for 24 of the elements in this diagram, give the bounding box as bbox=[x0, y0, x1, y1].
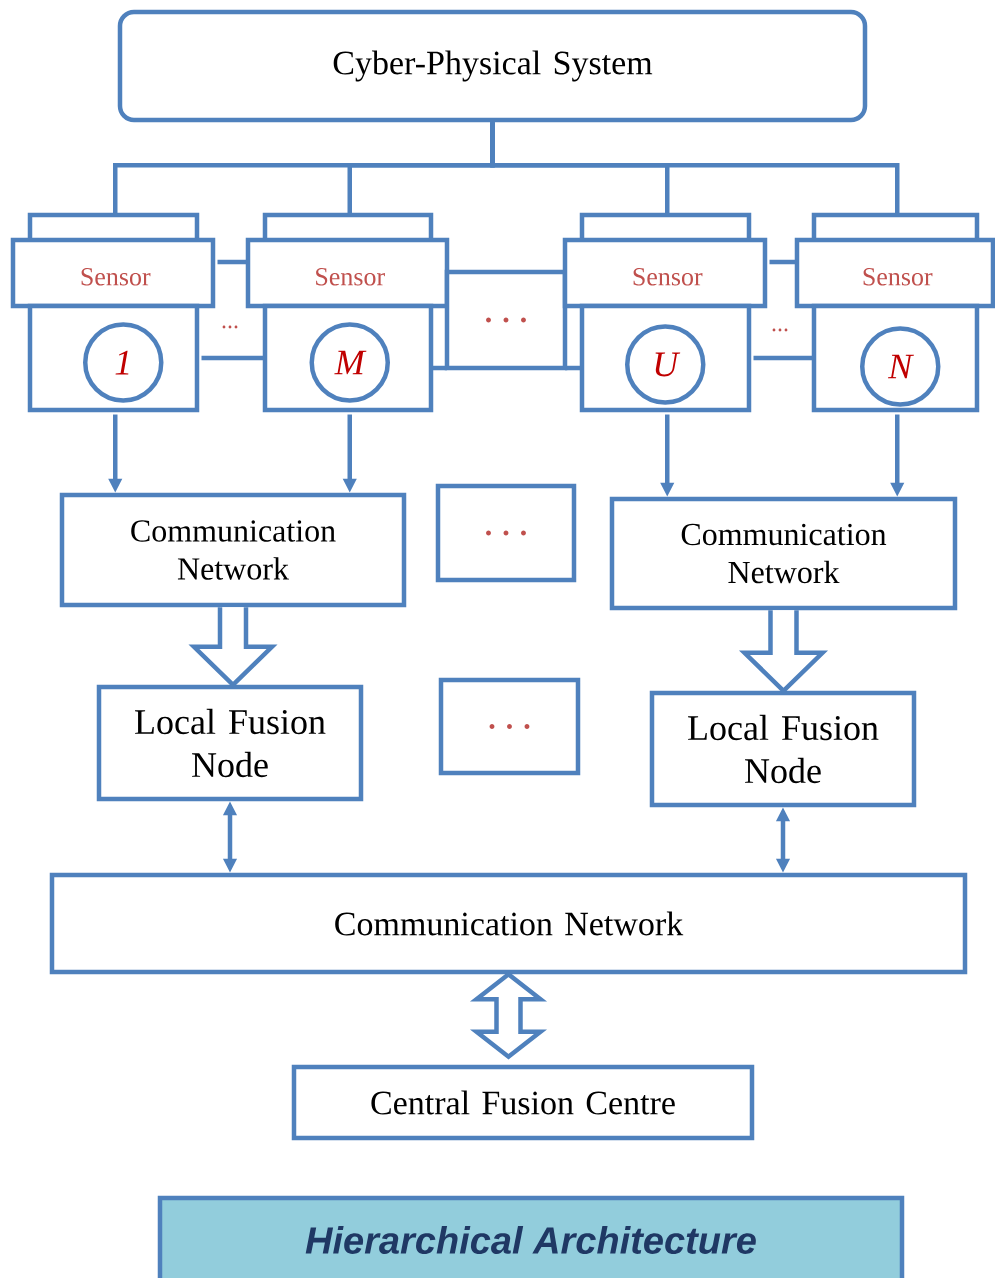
fusion-node-box: Local Fusion Node bbox=[649, 690, 917, 808]
connector-line bbox=[769, 259, 797, 265]
connector-line bbox=[490, 122, 900, 215]
system-box: Cyber-Physical System bbox=[117, 9, 868, 123]
connector-line bbox=[217, 259, 248, 265]
ellipsis-label: ... bbox=[772, 328, 788, 332]
block-arrow bbox=[738, 608, 829, 694]
ellipsis-box: . . . bbox=[438, 677, 581, 776]
fusion-centre-box: Central Fusion Centre bbox=[291, 1064, 755, 1141]
node-label: Sensor bbox=[81, 268, 151, 286]
network-box: Communication Network bbox=[609, 496, 958, 611]
network-box: Communication Network bbox=[59, 492, 407, 608]
connector-line bbox=[753, 355, 814, 361]
caption-banner: Hierarchical Architecture bbox=[157, 1195, 905, 1278]
ellipsis-label: ... bbox=[222, 325, 238, 329]
ellipsis-box: . . . bbox=[433, 269, 582, 371]
connector-line bbox=[201, 355, 265, 361]
block-arrow bbox=[188, 605, 278, 688]
node-label: Sensor bbox=[316, 268, 385, 286]
ellipsis-box: . . . bbox=[435, 483, 577, 583]
node-label: Sensor bbox=[633, 268, 703, 286]
network-box: Communication Network bbox=[49, 872, 968, 975]
node-label: Sensor bbox=[863, 268, 933, 286]
fusion-node-box: Local Fusion Node bbox=[96, 684, 364, 802]
